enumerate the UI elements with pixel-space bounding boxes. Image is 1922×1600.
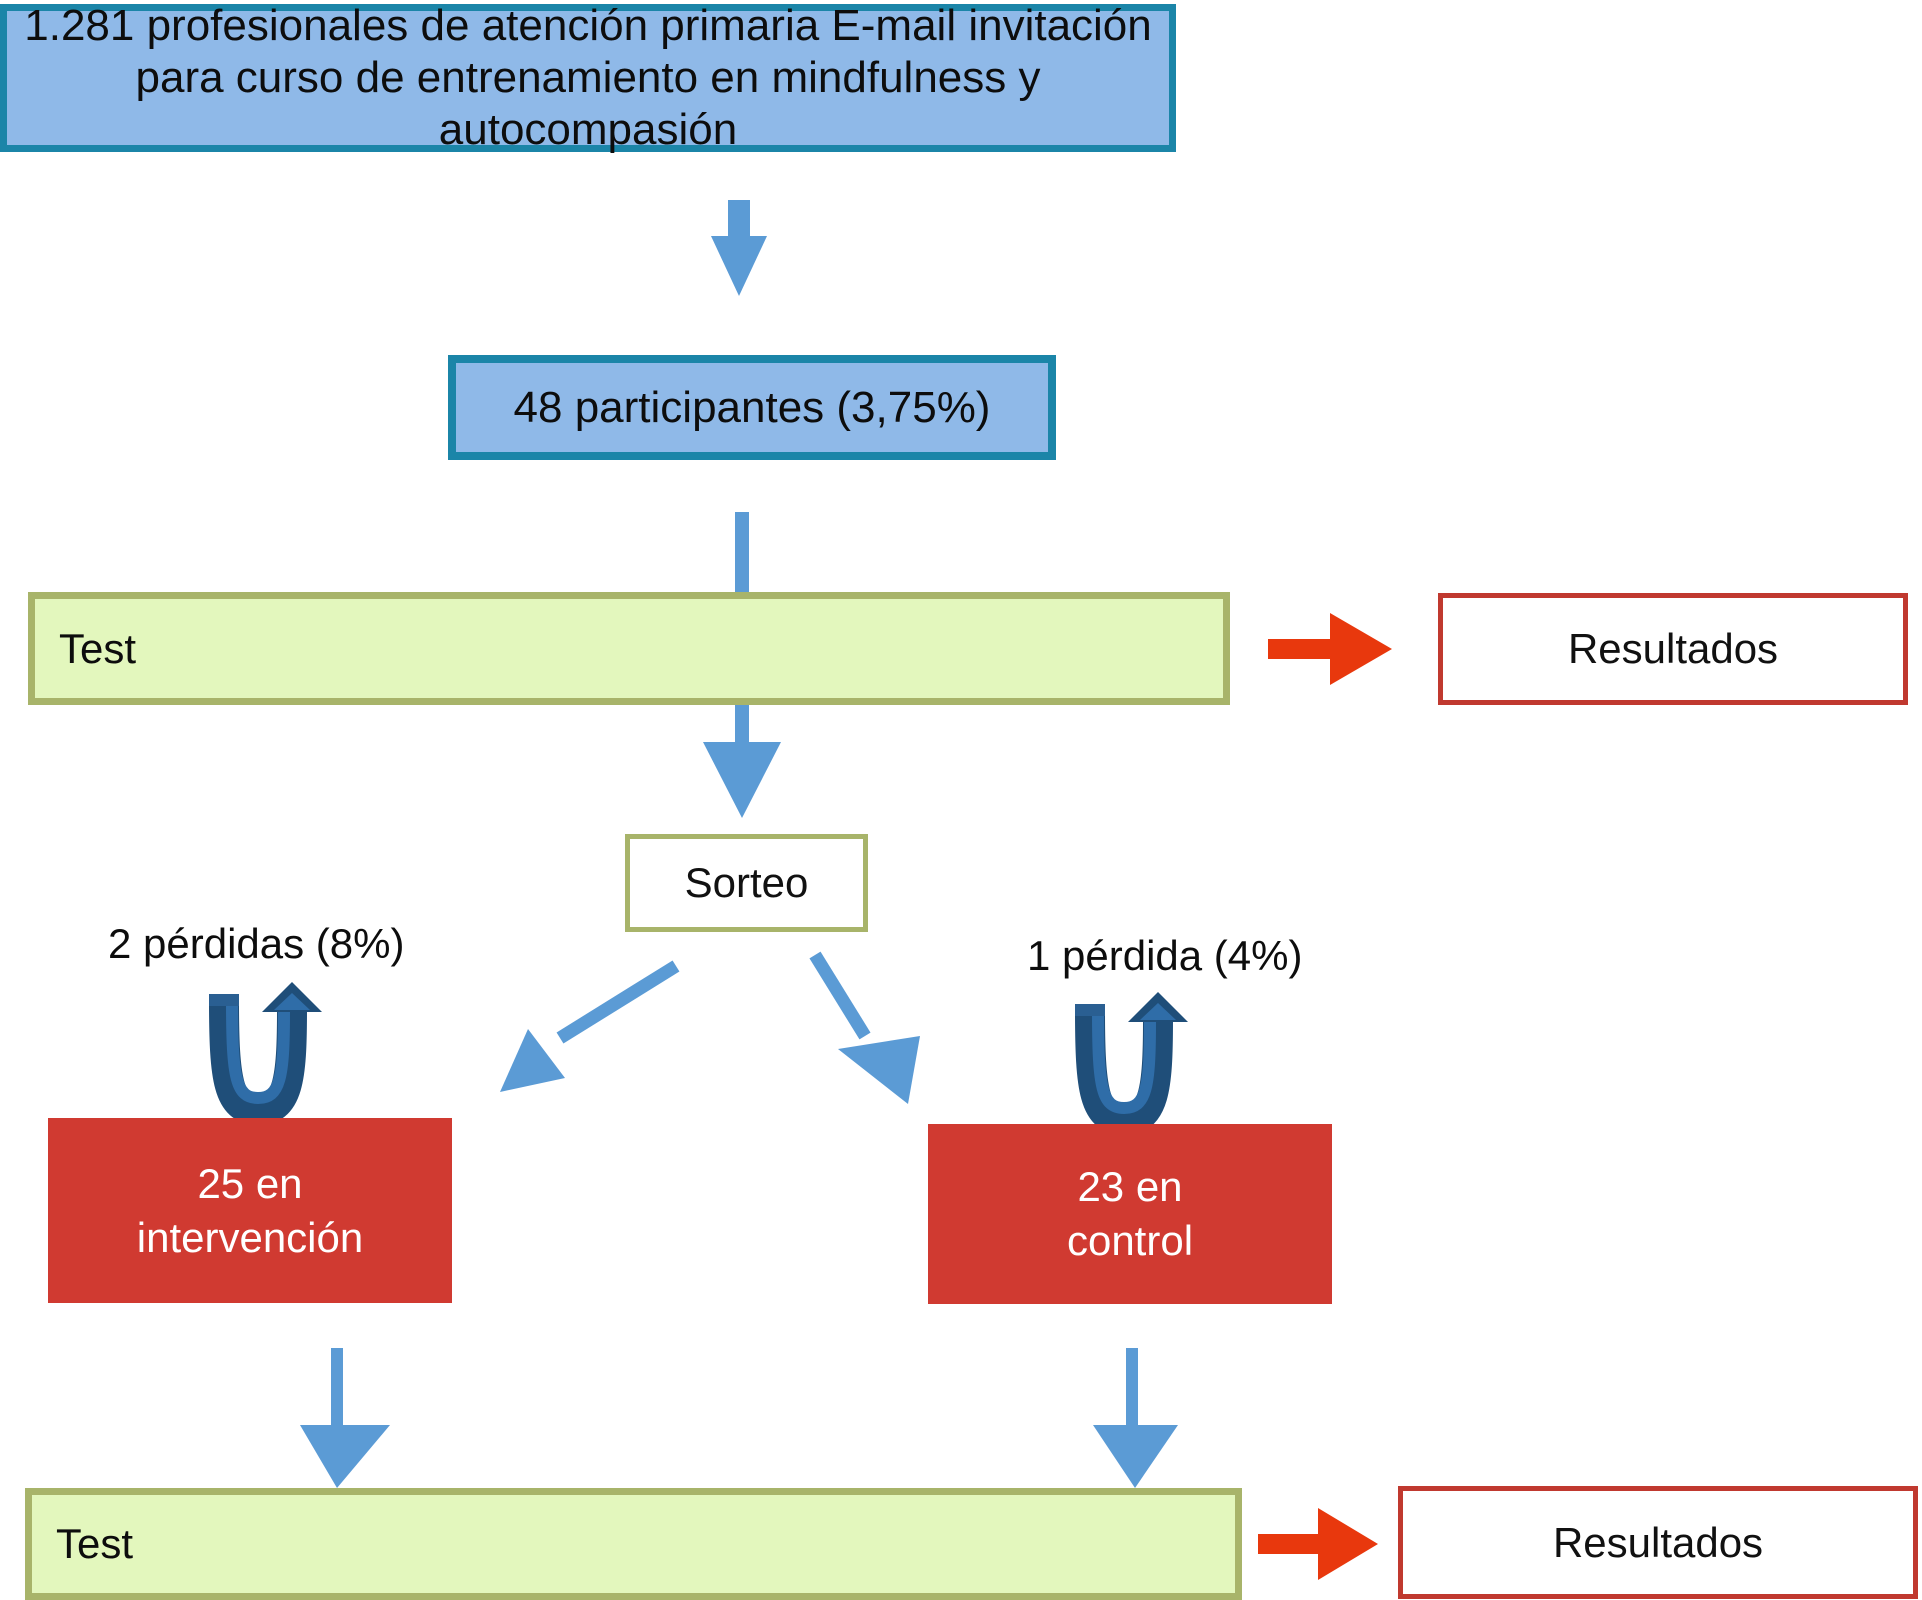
test-bottom-label: Test	[56, 1520, 134, 1567]
intervention-text: 25 en intervención	[137, 1157, 363, 1265]
invitation-line-1: 1.281 profesionales de atención primaria…	[24, 1, 1152, 51]
arrow-control-to-test	[1093, 1348, 1178, 1488]
control-line-1: 23 en	[1077, 1163, 1183, 1211]
node-invitation[interactable]: 1.281 profesionales de atención primaria…	[0, 1, 1176, 154]
node-control[interactable]: 23 en control	[928, 1124, 1332, 1304]
arrow-sorteo-to-intervention	[500, 960, 680, 1092]
node-participants[interactable]: 48 participantes (3,75%)	[448, 355, 1056, 460]
resultados-top-label: Resultados	[1567, 625, 1779, 672]
arrow-test-to-resultados-top	[1268, 613, 1392, 685]
u-turn-arrow-left-icon	[209, 982, 322, 1126]
test-top-label: Test	[59, 624, 137, 672]
sorteo-label: Sorteo	[684, 859, 809, 907]
control-text: 23 en control	[1067, 1160, 1193, 1268]
arrow-test-to-resultados-bottom	[1258, 1508, 1378, 1580]
intervention-line-2: intervención	[136, 1213, 364, 1261]
invitation-line-2: para curso de entrenamiento en mindfulne…	[135, 53, 1041, 154]
arrow-intervention-to-test	[300, 1348, 390, 1488]
control-line-2: control	[1066, 1217, 1194, 1264]
participants-label: 48 participantes (3,75%)	[513, 382, 991, 432]
intervention-line-1: 25 en	[197, 1159, 303, 1207]
node-resultados-bottom[interactable]: Resultados	[1398, 1486, 1918, 1599]
invitation-text: 1.281 profesionales de atención primaria…	[21, 0, 1155, 156]
node-resultados-top[interactable]: Resultados	[1438, 593, 1908, 705]
node-sorteo[interactable]: Sorteo	[625, 834, 868, 932]
node-test-top[interactable]: Test	[28, 592, 1230, 705]
arrow-invitation-to-participants	[711, 200, 767, 296]
arrow-sorteo-to-control	[809, 951, 920, 1104]
annotation-loss-right: 1 pérdida (4%)	[1027, 932, 1303, 979]
node-intervention[interactable]: 25 en intervención	[48, 1118, 452, 1303]
annotation-loss-left: 2 pérdidas (8%)	[108, 920, 405, 967]
resultados-bottom-label: Resultados	[1552, 1518, 1764, 1566]
node-test-bottom[interactable]: Test	[25, 1488, 1242, 1600]
u-turn-arrow-right-icon	[1075, 992, 1188, 1136]
